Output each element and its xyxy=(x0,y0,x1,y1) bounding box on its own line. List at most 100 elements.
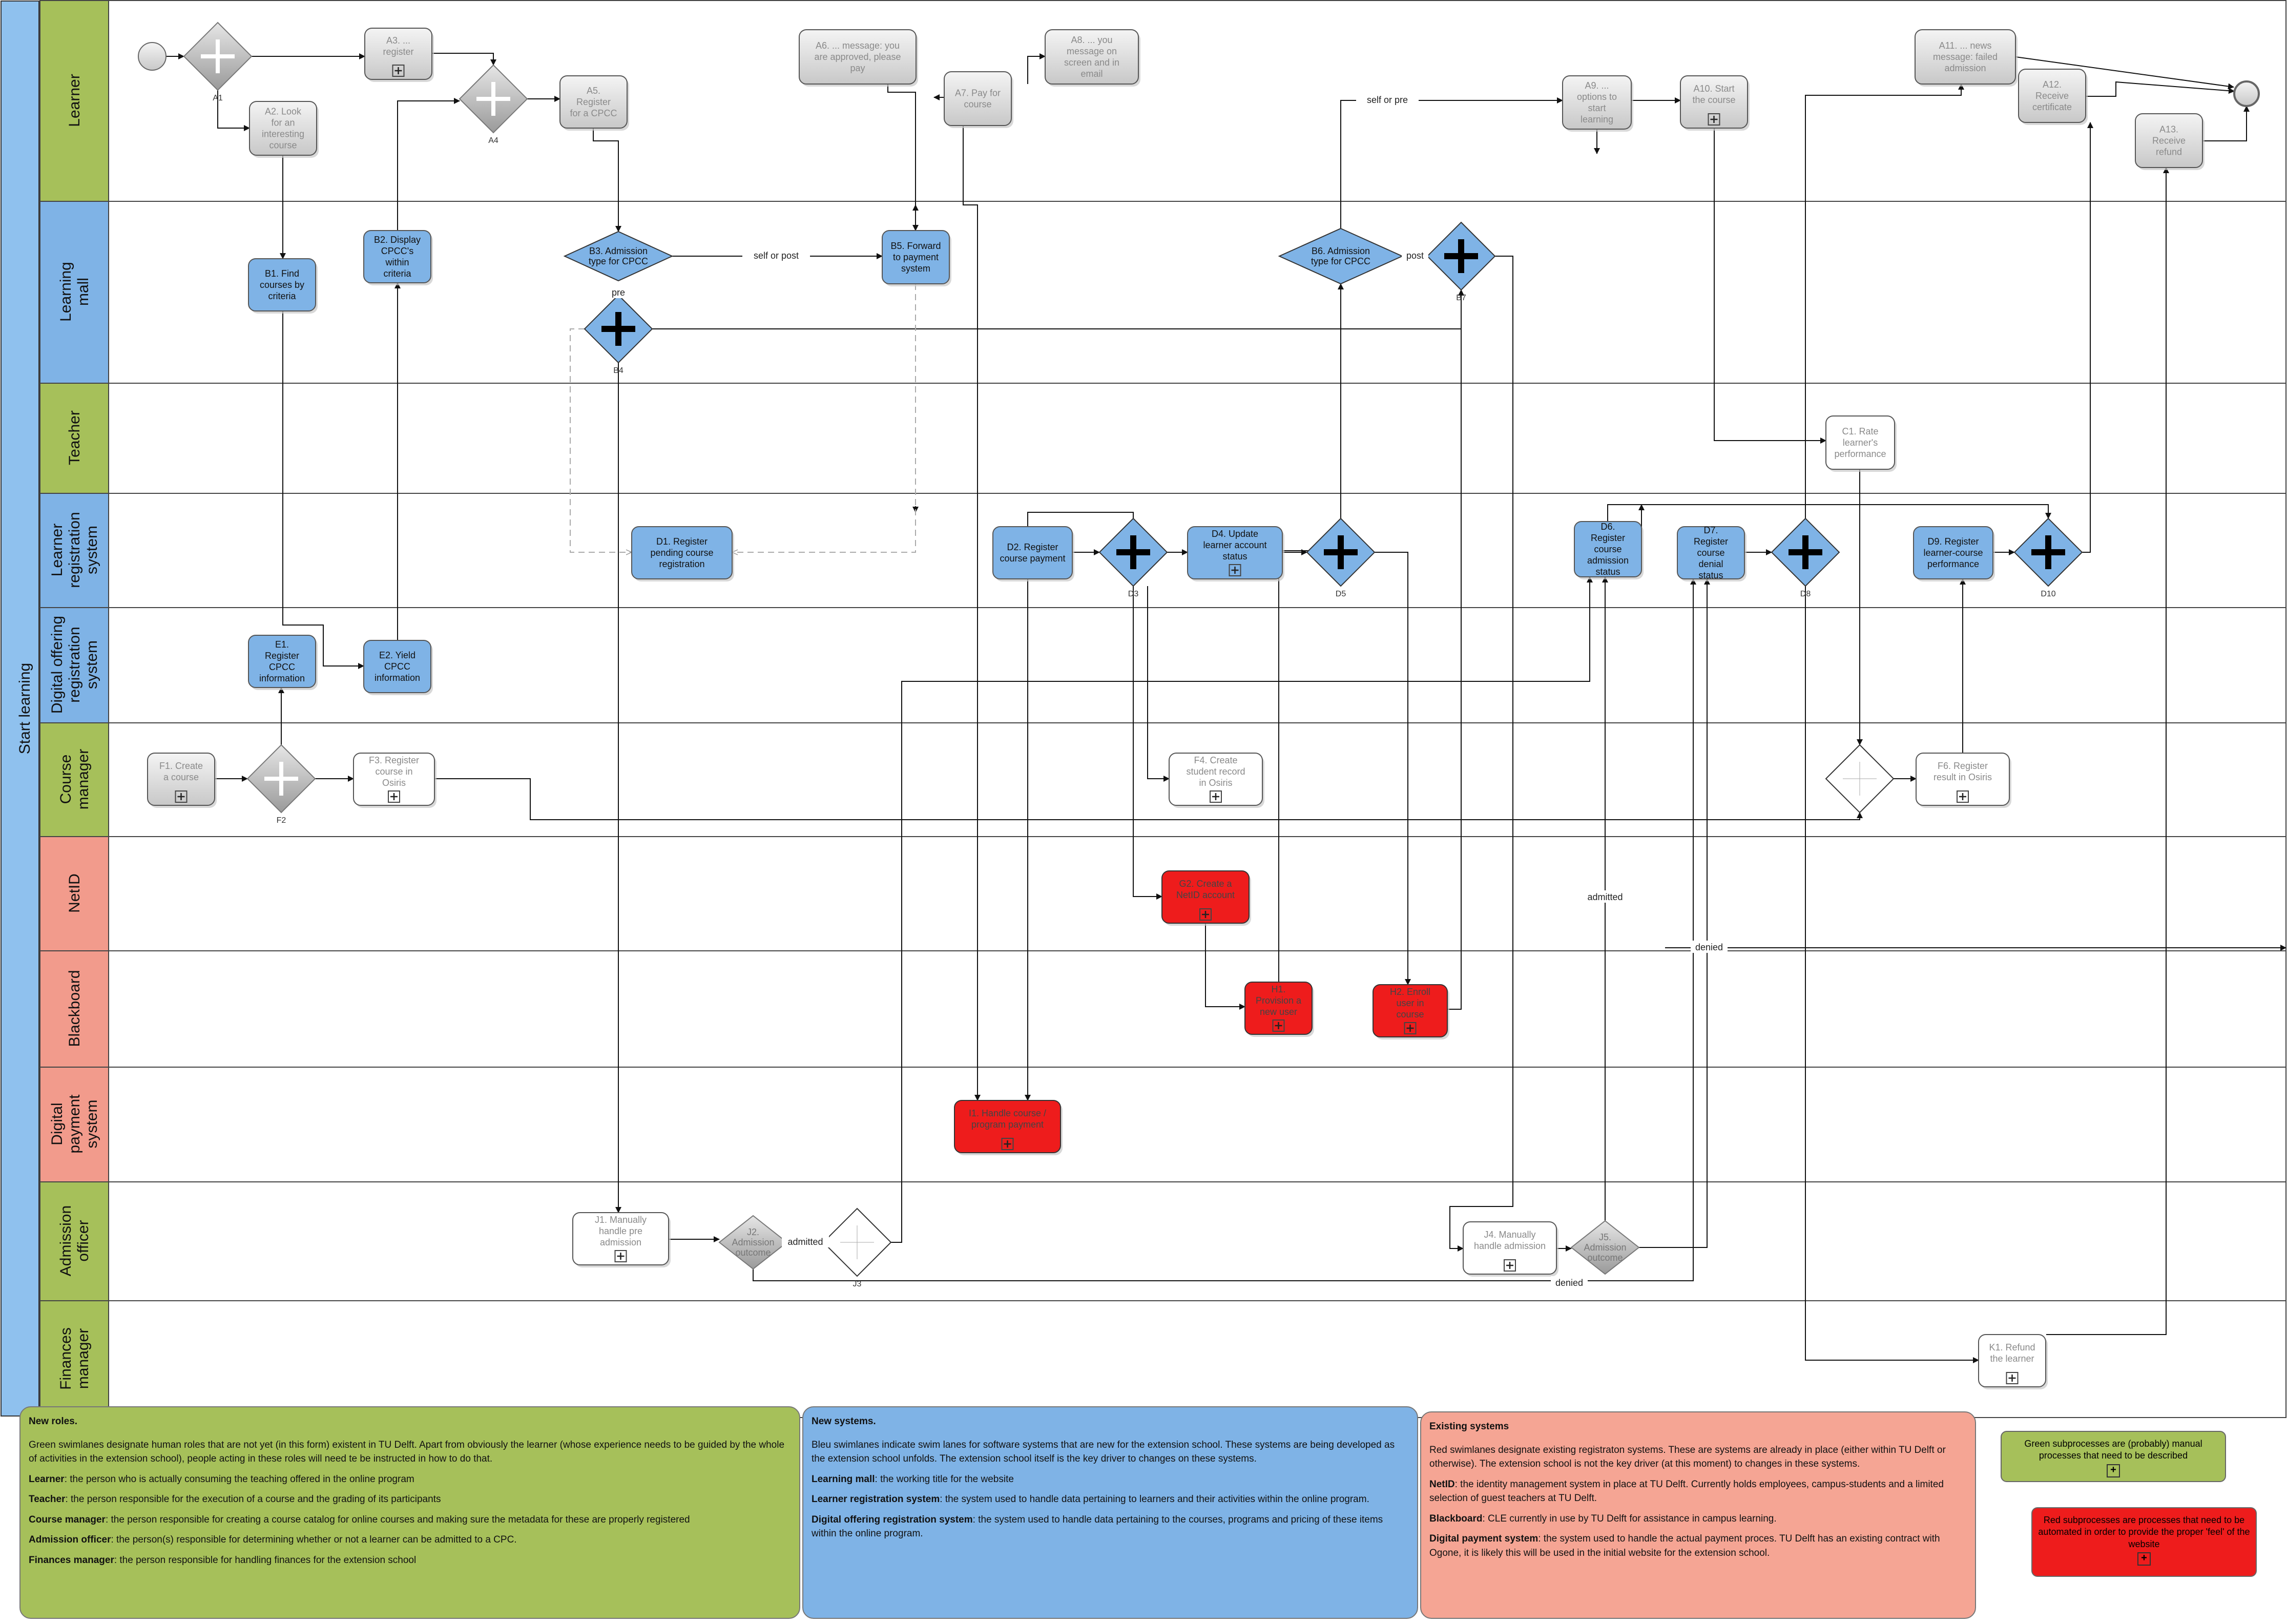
sequence-flow xyxy=(963,126,981,1101)
gateway-D5: D5 xyxy=(1306,517,1376,598)
lane-dors xyxy=(39,607,2286,723)
plus-icon xyxy=(201,39,235,73)
sequence-flow xyxy=(1375,552,1411,985)
subprocess-marker-icon xyxy=(1229,564,1241,576)
gateway-label-J3: J3 xyxy=(853,1280,862,1288)
sequence-flow xyxy=(887,84,919,231)
lane-label-bb: Blackboard xyxy=(66,970,83,1047)
association-flow xyxy=(732,284,916,552)
subprocess-marker-icon xyxy=(1272,1019,1285,1032)
lane-header-dps xyxy=(39,1067,109,1182)
sequence-flow xyxy=(282,311,364,669)
sequence-flow xyxy=(1449,256,1513,1252)
gateway-J3: J3 xyxy=(822,1207,892,1288)
sequence-flow xyxy=(2046,167,2169,1335)
subprocess-marker-icon xyxy=(1957,790,1969,803)
subprocess-marker-icon xyxy=(175,790,188,803)
pool-title: Start learning xyxy=(16,663,33,754)
subprocess-marker-icon xyxy=(1708,113,1720,126)
key-green-text: Green subprocesses are (probably) manual… xyxy=(2024,1439,2202,1461)
lane-label-mall: Learningmall xyxy=(57,262,92,322)
lane-label-cm: Coursemanager xyxy=(57,749,92,809)
gateway-label-D3: D3 xyxy=(1128,590,1139,598)
subprocess-marker-icon xyxy=(1001,1138,1014,1150)
flow-label: admitted xyxy=(1587,892,1623,902)
lane-teacher xyxy=(39,383,2286,494)
sequence-flow xyxy=(1639,578,1710,1248)
subprocess-marker-icon xyxy=(2006,1372,2019,1384)
task-label-A3: A3. ...register xyxy=(383,35,413,57)
flow-label: denied xyxy=(1555,1278,1583,1288)
sequence-flow xyxy=(2011,56,2234,90)
sequence-flow xyxy=(217,90,250,131)
legend-existing-systems-intro: Red swimlanes designate existing registr… xyxy=(1429,1444,1946,1470)
gateway-D3: D3 xyxy=(1098,517,1168,598)
lane-header-teacher xyxy=(39,383,109,494)
plus-icon xyxy=(1789,535,1822,569)
lane-header-bb xyxy=(39,950,109,1068)
sequence-flow xyxy=(891,576,1593,1243)
lane-label-dors: Digital offeringregistrationsystem xyxy=(49,616,100,714)
subprocess-marker-icon: + xyxy=(2137,1552,2151,1566)
legend-item: Finances manager: the person responsible… xyxy=(29,1554,417,1566)
lane-label-learner: Learner xyxy=(66,74,83,127)
gateway-F5 xyxy=(1825,744,1895,814)
subprocess-marker-icon xyxy=(1199,908,1212,921)
lane-bb xyxy=(39,950,2286,1068)
gateway-label-F2: F2 xyxy=(277,816,286,825)
sequence-flow xyxy=(2082,122,2093,553)
legend-item: Digital payment system: the system used … xyxy=(1429,1533,1940,1558)
gateway-label-D5: D5 xyxy=(1336,590,1346,598)
flow-label: denied xyxy=(1695,942,1723,952)
lane-mall xyxy=(39,201,2286,384)
pool-bar xyxy=(1,1,39,1417)
task-label-I1: I1. Handle course /program payment xyxy=(969,1108,1046,1130)
sequence-flow xyxy=(753,578,1696,1281)
legend-item: Blackboard: CLE currently in use by TU D… xyxy=(1429,1513,1777,1524)
flow-label: admitted xyxy=(787,1237,823,1247)
legend-item: Digital offering registration system: th… xyxy=(812,1514,1383,1539)
lane-dps xyxy=(39,1067,2286,1182)
legend-existing-systems: Existing systems Red swimlanes designate… xyxy=(1420,1411,1976,1619)
plus-icon xyxy=(1324,535,1358,569)
sequence-flow xyxy=(1805,586,1979,1363)
subprocess-marker-icon xyxy=(1504,1259,1516,1272)
lane-header-fm xyxy=(39,1300,109,1418)
